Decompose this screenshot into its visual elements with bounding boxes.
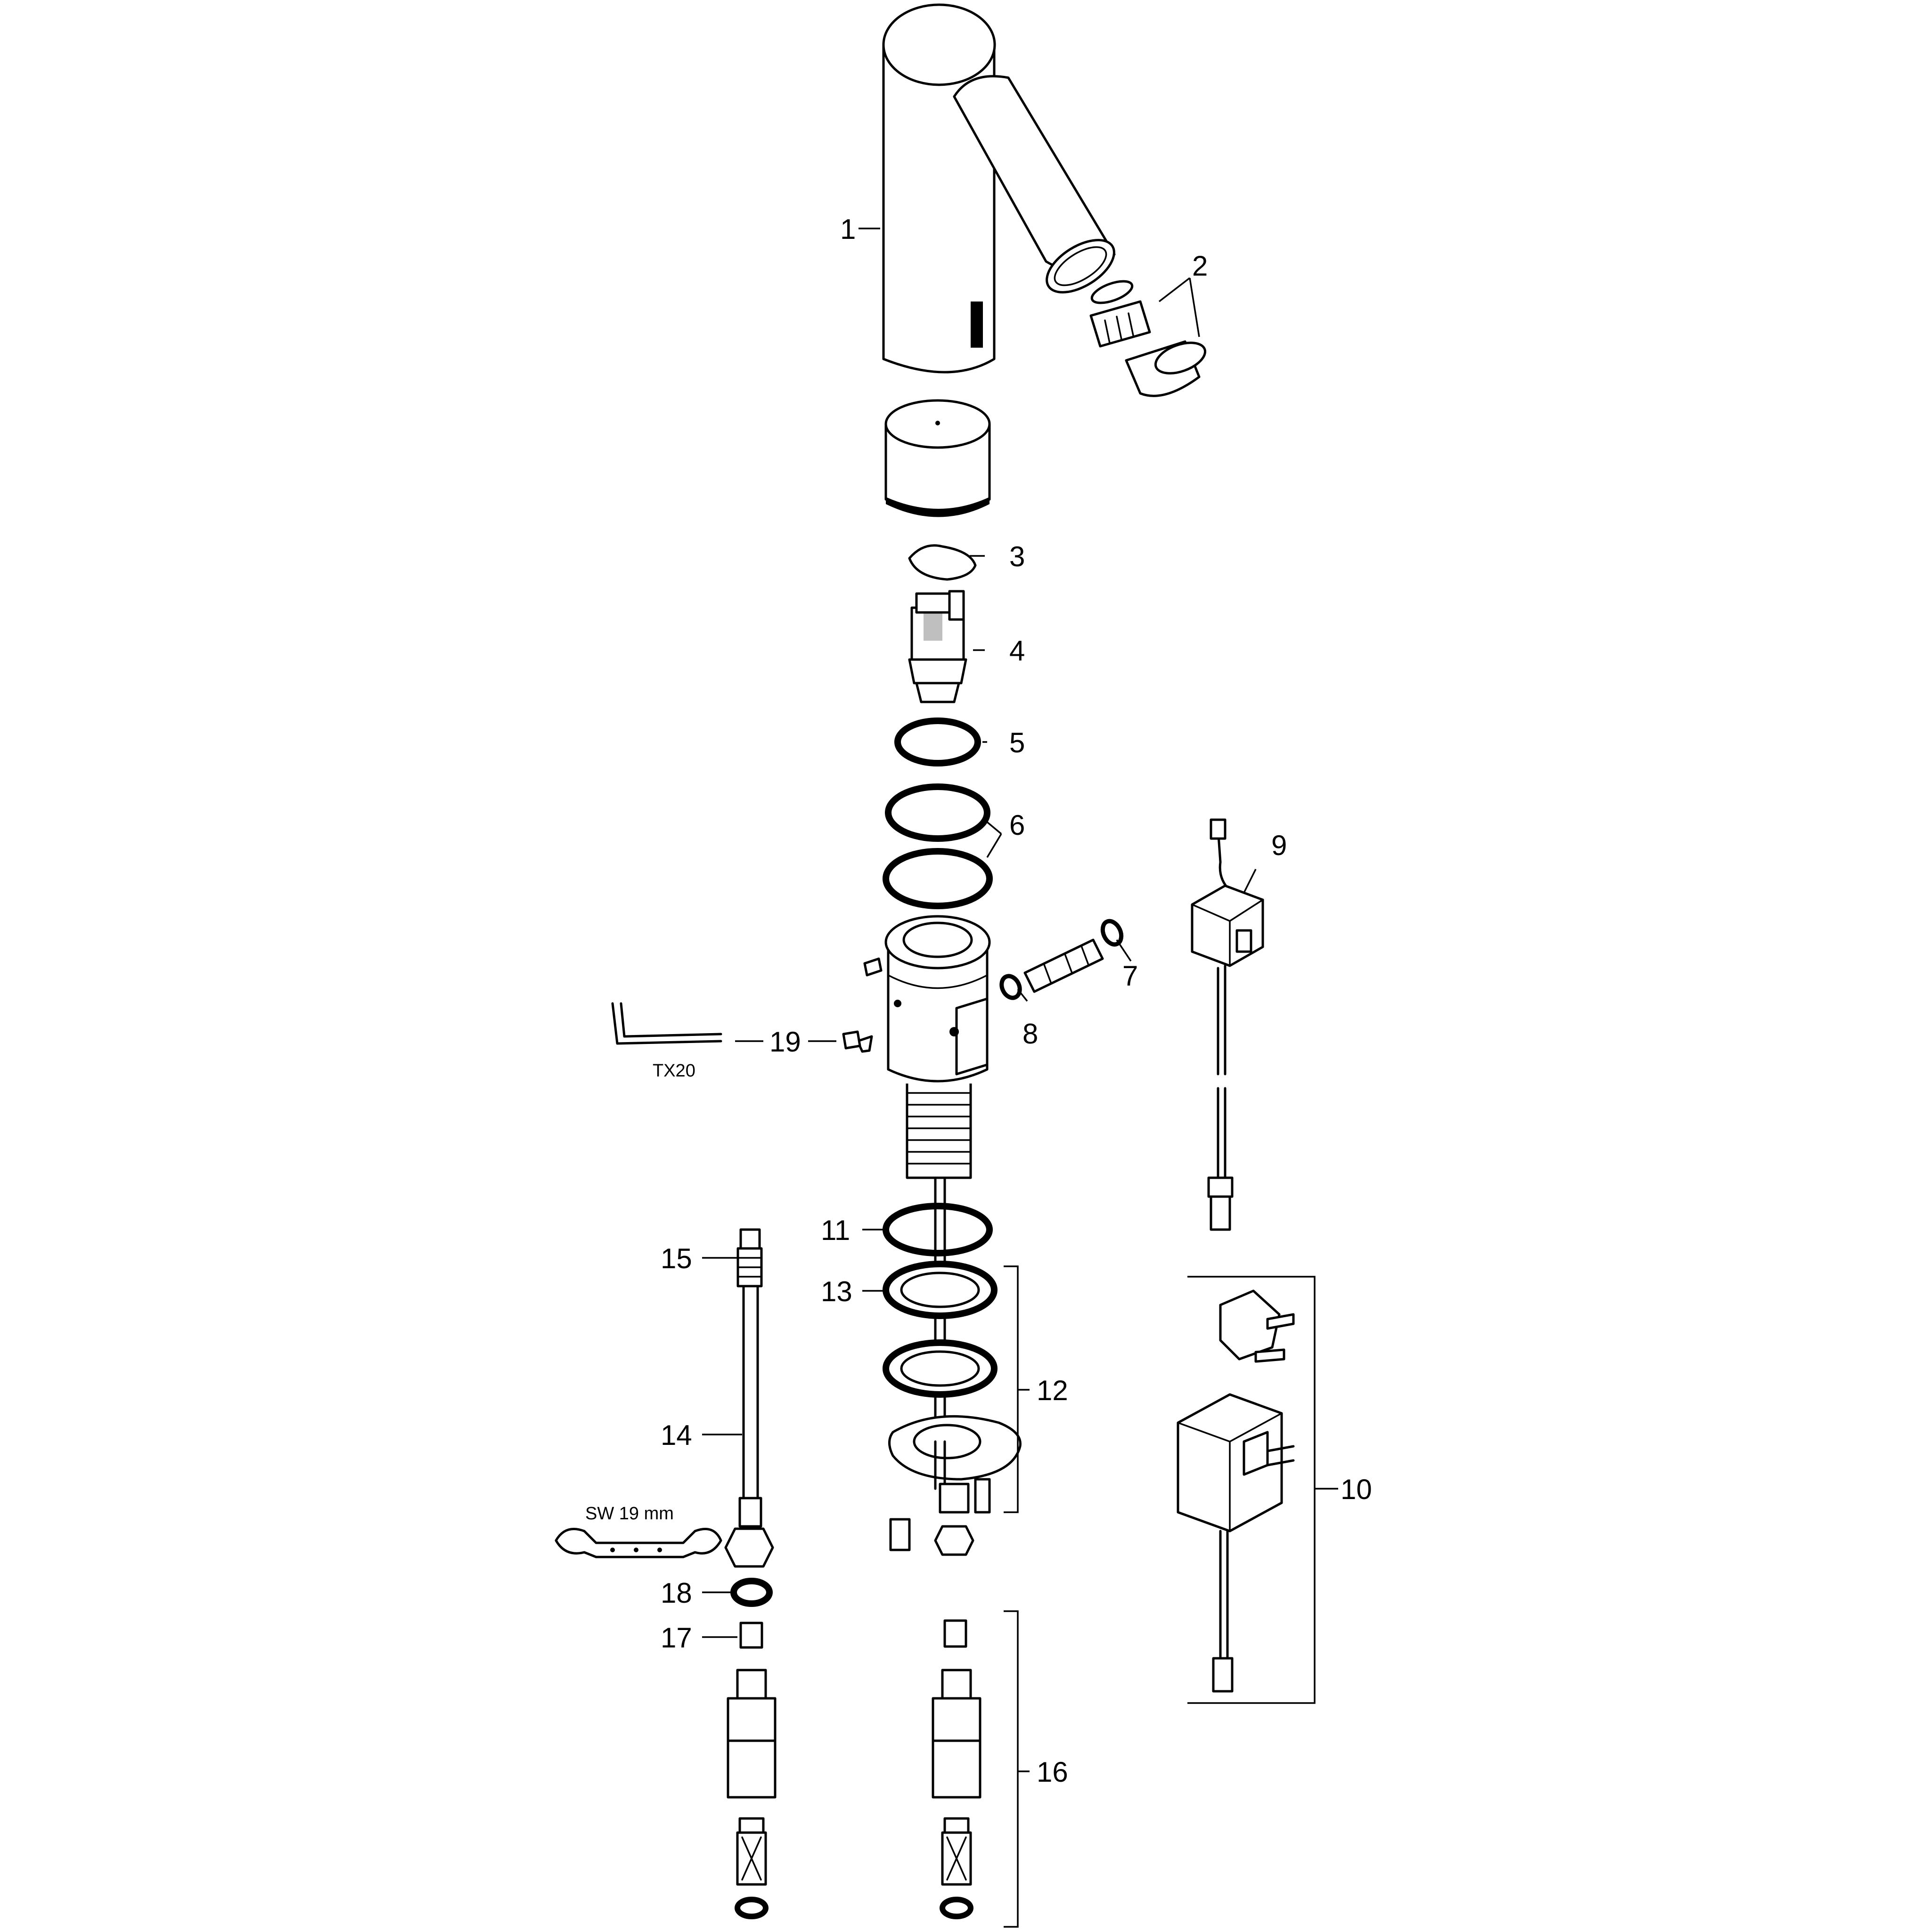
o-ring-large-upper	[885, 783, 990, 842]
gasket	[908, 544, 977, 581]
callout-19: 19	[769, 1026, 801, 1058]
solenoid-valve	[908, 590, 967, 703]
torx-screw	[842, 1030, 861, 1050]
wrench-tool	[555, 1528, 722, 1558]
connection-adapter-right	[932, 1669, 981, 1919]
o-ring-small	[894, 717, 981, 766]
callout-9: 9	[1271, 830, 1287, 861]
hex-key-tool	[611, 1002, 722, 1045]
callout-14: 14	[661, 1419, 692, 1451]
callout-3: 3	[1009, 541, 1025, 572]
callout-12: 12	[1037, 1375, 1068, 1406]
callout-7: 7	[1122, 960, 1138, 992]
wrench-size-label: SW 19 mm	[585, 1504, 674, 1524]
leader-lines	[702, 228, 1338, 1928]
faucet-body	[882, 3, 1116, 374]
callout-8: 8	[1022, 1018, 1038, 1050]
callout-6: 6	[1009, 809, 1025, 841]
mounting-set	[883, 1261, 1022, 1556]
callout-17: 17	[661, 1622, 692, 1654]
hex-key-label: TX20	[653, 1061, 695, 1081]
filter-insert	[739, 1622, 763, 1649]
callout-5: 5	[1009, 727, 1025, 758]
valve-housing	[884, 915, 991, 1485]
connector	[999, 919, 1124, 1000]
callout-2: 2	[1192, 250, 1208, 282]
callout-1: 1	[840, 213, 856, 245]
sensor-module	[1191, 818, 1264, 1231]
callout-11: 11	[821, 1215, 850, 1246]
supply-hose	[724, 1228, 774, 1568]
callout-16: 16	[1037, 1756, 1068, 1788]
connection-adapter-left	[727, 1669, 777, 1919]
filter-insert-right	[943, 1619, 967, 1648]
housing-screw	[856, 957, 883, 1053]
electronics-cap	[884, 399, 991, 517]
washer	[730, 1578, 773, 1607]
aerator-set	[1089, 280, 1207, 397]
callout-10: 10	[1341, 1474, 1372, 1505]
o-ring-large-lower	[883, 848, 993, 909]
mounting-ring	[883, 1203, 993, 1256]
power-supply-unit	[1177, 1289, 1295, 1693]
callout-15: 15	[661, 1243, 692, 1274]
callout-13: 13	[821, 1276, 852, 1307]
callout-18: 18	[661, 1577, 692, 1609]
callout-4: 4	[1009, 635, 1025, 667]
